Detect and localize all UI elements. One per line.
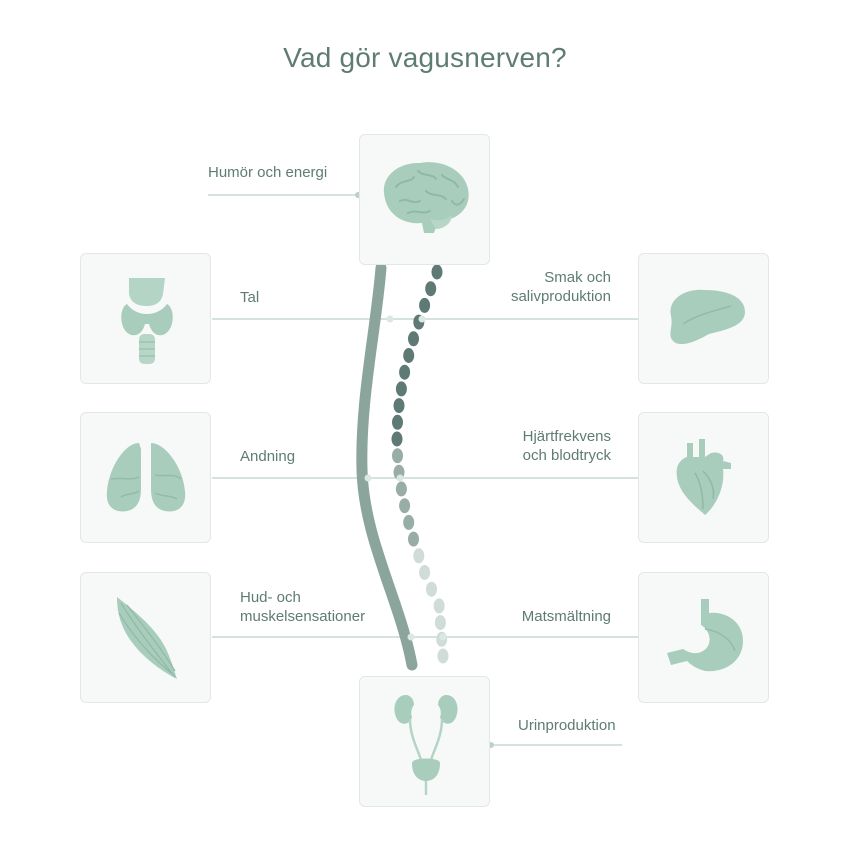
card-tongue <box>638 253 769 384</box>
nerve-bead <box>393 398 405 414</box>
label-heart: Hjärtfrekvens och blodtryck <box>522 428 611 464</box>
label-throat: Tal <box>240 289 260 306</box>
nerve-bead <box>431 264 443 280</box>
tongue-icon <box>670 289 745 345</box>
nerve-bead <box>392 448 403 464</box>
brain-icon <box>383 162 469 233</box>
lungs-icon <box>106 443 186 512</box>
label-muscle: Hud- och muskelsensationer <box>240 589 366 625</box>
label-kidneys: Urinproduktion <box>518 717 616 734</box>
nerve-bead <box>403 514 415 530</box>
nerve-bead <box>392 414 403 430</box>
kidneys-bladder-icon <box>394 695 458 795</box>
card-stomach <box>638 572 769 703</box>
nerve-bead <box>419 297 431 313</box>
nerve-bead <box>419 565 431 580</box>
card-heart <box>638 412 769 543</box>
stomach-icon <box>667 599 743 672</box>
label-stomach: Matsmältning <box>521 608 611 625</box>
nerve-bead <box>437 648 449 664</box>
label-brain: Humör och energi <box>208 164 328 181</box>
thyroid-larynx-icon <box>121 278 173 364</box>
nerve-bead <box>425 281 437 297</box>
heart-icon <box>676 439 731 515</box>
card-brain <box>359 134 490 265</box>
card-lungs <box>80 412 211 543</box>
card-muscle <box>80 572 211 703</box>
nerve-bead <box>403 348 415 363</box>
nerve-bead <box>395 481 407 497</box>
card-throat <box>80 253 211 384</box>
vagus-nerve-beaded <box>391 264 449 664</box>
nerve-bead <box>413 548 425 564</box>
label-tongue: Smak och salivproduktion <box>510 269 611 305</box>
nerve-bead <box>426 581 437 597</box>
card-kidneys <box>359 676 490 807</box>
nerve-bead <box>399 364 411 380</box>
label-lungs: Andning <box>240 448 296 465</box>
nerve-bead <box>433 598 445 614</box>
nerve-bead <box>399 498 411 514</box>
page-title: Vad gör vagusnerven? <box>283 42 567 73</box>
muscle-icon <box>117 597 177 679</box>
nerve-bead <box>434 615 446 631</box>
nerve-bead <box>391 431 403 447</box>
nerve-bead <box>395 381 407 397</box>
nerve-bead <box>408 531 419 547</box>
nerve-bead <box>408 331 419 347</box>
vagus-nerve-main <box>356 262 418 671</box>
